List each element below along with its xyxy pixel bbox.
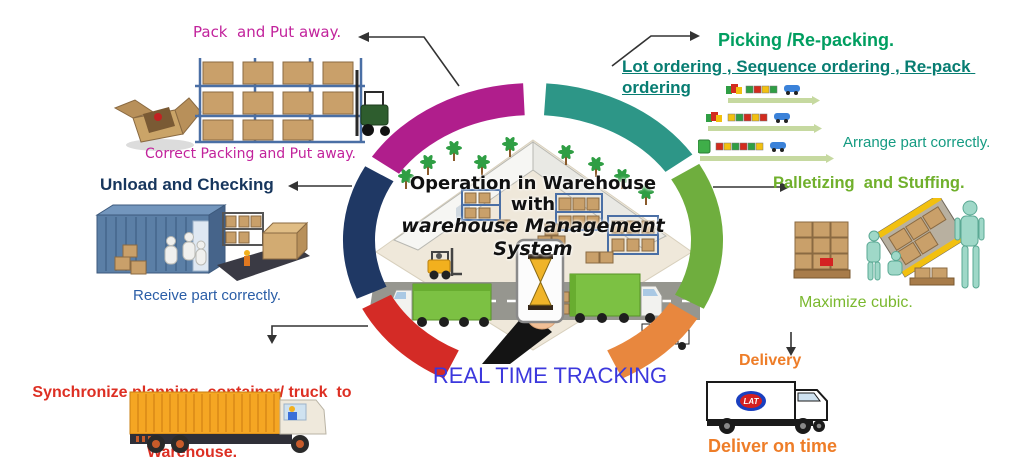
palletizing-caption: Maximize cubic.: [799, 294, 913, 311]
robot-figures: [866, 200, 985, 289]
real-time-tracking-label: REAL TIME TRACKING: [432, 363, 668, 388]
picking-arrowhead: [690, 31, 700, 41]
ring-segment-synchronize: [362, 294, 459, 379]
delivery-truck-illustration: LAT: [706, 381, 828, 434]
palm-trees: [398, 136, 654, 205]
hand-phone-hourglass: [482, 238, 565, 364]
racking-illustration: [113, 58, 390, 151]
center-title-line3: warehouse Management System: [401, 215, 672, 260]
truck-logo-inner: [740, 394, 762, 408]
flow-row-3: [698, 139, 834, 163]
pallet-stack: [793, 221, 851, 279]
forklift-illustration: [427, 248, 462, 280]
truck-logo-text: LAT: [744, 397, 760, 406]
container-unloading-illustration: [95, 204, 310, 281]
ring-segment-picking: [544, 83, 693, 172]
palletizing-arrowhead: [780, 182, 790, 192]
unload-title: Unload and Checking: [100, 175, 274, 194]
pack-arrow: [369, 36, 460, 87]
warehouse-shelves: [461, 189, 659, 264]
pack-arrowhead: [358, 32, 369, 42]
sequence-flow-illustration: [698, 84, 834, 163]
connector-arrows: [267, 31, 796, 356]
ring-segment-unload: [342, 166, 394, 299]
ring-segment-palletizing: [671, 163, 724, 309]
unloaded-boxes: [114, 244, 147, 275]
workers: [164, 232, 207, 266]
pallet-rack: [195, 58, 365, 144]
picking-subtitle: Lot ordering , Sequence ordering , Re-pa…: [622, 57, 976, 97]
center-title-line2: with: [510, 194, 556, 216]
pack-caption: Correct Packing and Put away.: [145, 146, 356, 162]
delivery-title: Delivery: [739, 352, 802, 369]
checking-station: [217, 212, 310, 281]
flow-row-2: [706, 112, 822, 133]
picking-arrow: [611, 35, 690, 67]
palletizing-illustration: [793, 198, 985, 289]
rack-forklift: [355, 70, 390, 136]
open-box: [113, 97, 202, 143]
delivery-caption: Deliver on time: [708, 436, 838, 456]
picking-title: Picking /Re-packing.: [718, 30, 895, 50]
small-pallet: [909, 267, 955, 286]
unload-caption: Receive part correctly.: [133, 287, 282, 304]
synchronize-arrowhead: [267, 335, 277, 344]
ring-segment-pack: [371, 83, 525, 174]
flow-row-1: [726, 84, 820, 105]
pack-title: Pack and Put away.: [193, 23, 342, 41]
picking-caption: Arrange part correctly.: [843, 134, 991, 151]
synchronize-line2: Warehouse.: [146, 444, 238, 461]
delivery-arrowhead: [786, 347, 796, 356]
ring-segment-delivery: [607, 302, 698, 379]
synchronize-arrow: [271, 325, 368, 336]
orange-truck-illustration: [129, 391, 327, 453]
unload-arrowhead: [288, 181, 298, 191]
warehouse-scene-illustration: [370, 136, 700, 364]
center-title-block: Operation in Warehouse with warehouse Ma…: [368, 173, 698, 260]
palletizing-title: Palletizing and Stuffing.: [773, 174, 965, 192]
center-title-line1: Operation in Warehouse: [409, 173, 657, 194]
